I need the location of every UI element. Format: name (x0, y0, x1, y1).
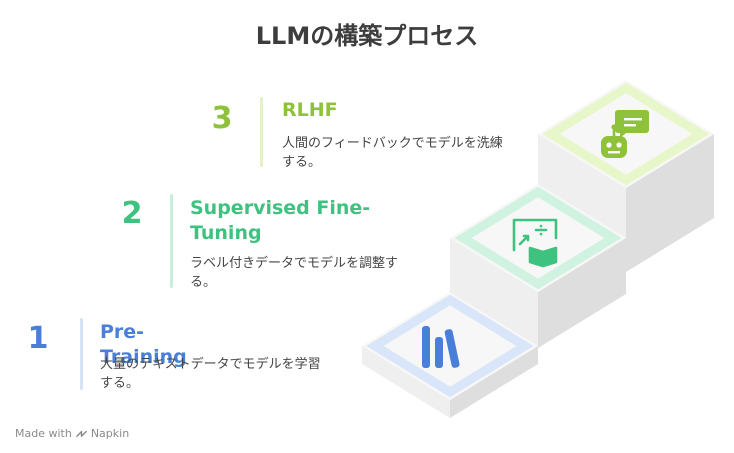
step-divider-1 (80, 318, 83, 390)
step-title-2: Supervised Fine-Tuning (190, 197, 371, 244)
whiteboard-icon (512, 218, 558, 268)
step-description-1: 大量のテキストデータでモデルを学習する。 (100, 357, 321, 391)
footer: Made with Napkin (15, 427, 129, 440)
step-number-2: 2 (112, 196, 152, 231)
step-title-1: Pre-Training (100, 321, 187, 368)
robot-chat-icon (601, 110, 649, 158)
napkin-logo-icon (76, 430, 87, 437)
footer-brand: Napkin (90, 427, 130, 440)
bar-chart-icon (422, 326, 460, 368)
step-number-2-text: 2 (121, 196, 143, 231)
step-block-3 (538, 80, 714, 272)
footer-made-with: Made with (15, 427, 72, 440)
step-number-1: 1 (18, 321, 58, 356)
step-divider-3 (260, 97, 263, 167)
step-description-2: ラベル付きデータでモデルを調整する。 (190, 256, 399, 290)
step-number-1-text: 1 (27, 321, 49, 356)
page-title: LLMの構築プロセス (255, 22, 479, 50)
step-divider-2 (170, 194, 173, 288)
step-number-3-text: 3 (211, 101, 233, 136)
step-block-2 (450, 184, 626, 348)
step-title-3: RLHF (282, 99, 338, 121)
step-number-3: 3 (202, 101, 242, 136)
step-description-3: 人間のフィードバックでモデルを洗練する。 (282, 136, 503, 170)
